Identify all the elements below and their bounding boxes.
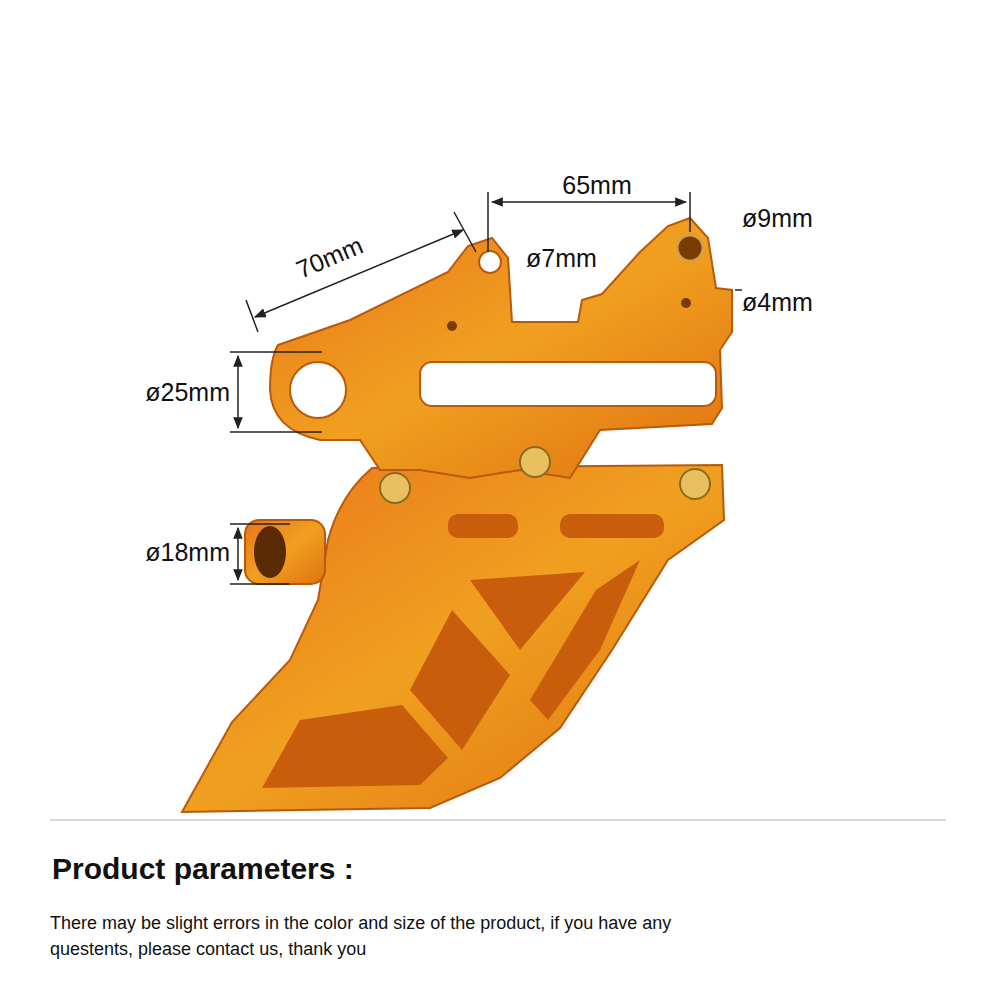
axle-hole xyxy=(290,362,346,418)
divider xyxy=(50,819,946,821)
dimension-label: ø18mm xyxy=(145,539,230,567)
dimension-label: 65mm xyxy=(562,172,631,200)
dimension-lines xyxy=(230,192,742,584)
spacer xyxy=(245,520,325,584)
bracket-slot xyxy=(420,362,716,406)
mount-bolt xyxy=(677,235,703,261)
caliper-bracket xyxy=(270,218,732,478)
spacer-hole xyxy=(254,526,286,578)
dimension-label: ø25mm xyxy=(145,379,230,407)
dimension-label: ø4mm xyxy=(742,289,813,317)
guard-cutout xyxy=(530,560,640,720)
small-hole xyxy=(681,298,691,308)
small-hole xyxy=(447,321,457,331)
mount-hole xyxy=(479,251,501,273)
dimension-label: ø7mm xyxy=(526,245,597,273)
guard-slot xyxy=(448,514,518,538)
dimension-label: ø9mm xyxy=(742,205,813,233)
guard-cutout xyxy=(410,610,510,750)
bolt-head xyxy=(520,447,550,477)
guard-cutout xyxy=(262,705,448,788)
note: There may be slight errors in the color … xyxy=(50,910,690,962)
heading: Product parameters : xyxy=(52,852,354,886)
disc-guard xyxy=(182,465,724,812)
guard-slot xyxy=(560,514,664,538)
bolt-head xyxy=(680,469,710,499)
dimension-label: 70mm xyxy=(293,232,368,284)
bolt-head xyxy=(380,473,410,503)
